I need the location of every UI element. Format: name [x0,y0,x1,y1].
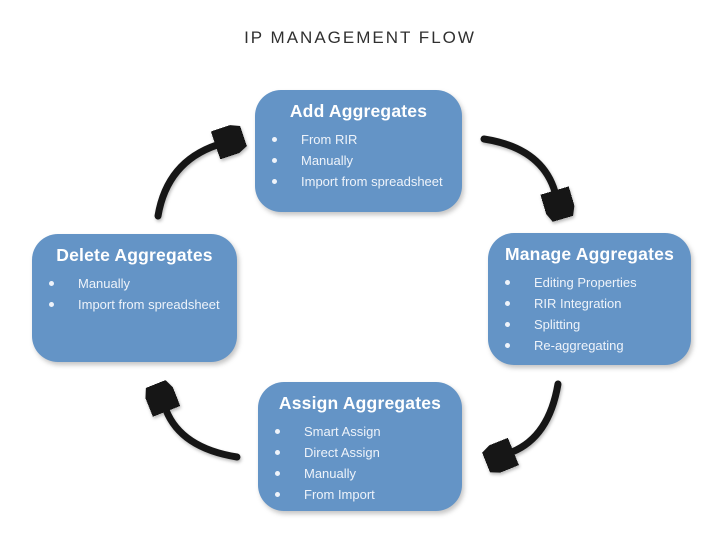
bullet-dot-icon [505,322,510,327]
item-label: From Import [304,487,375,502]
bullet-dot-icon [272,179,277,184]
item-label: Re-aggregating [534,338,624,353]
item-label: Manually [301,153,354,168]
item-label: Direct Assign [304,445,380,460]
diagram-title: IP MANAGEMENT FLOW [244,28,476,47]
list-item: Editing Properties [488,272,691,293]
bullet-dot-icon [272,137,277,142]
list-item: RIR Integration [488,293,691,314]
node-assign-aggregates: Assign Aggregates Smart Assign Direct As… [258,382,462,511]
item-label: Smart Assign [304,424,381,439]
item-label: Manually [78,276,131,291]
item-label: From RIR [301,132,358,147]
node-item-list: Editing Properties RIR Integration Split… [488,272,691,356]
item-label: Manually [304,466,357,481]
list-item: Direct Assign [258,442,462,463]
arrow-assign-to-delete [166,410,241,461]
bullet-dot-icon [275,471,280,476]
node-title: Assign Aggregates [278,393,442,413]
list-item: Import from spreadsheet [32,294,237,315]
bullet-dot-icon [275,492,280,497]
item-label: Editing Properties [534,275,637,290]
item-label: Import from spreadsheet [301,174,443,189]
item-label: Import from spreadsheet [78,297,220,312]
list-item: Manually [32,273,237,294]
bullet-dot-icon [505,301,510,306]
node-add-aggregates: Add Aggregates From RIR Manually Import … [255,90,462,212]
node-item-list: Smart Assign Direct Assign Manually From… [258,421,462,505]
item-label: Splitting [534,317,581,332]
node-title: Manage Aggregates [504,244,675,264]
list-item: Import from spreadsheet [255,171,462,192]
list-item: From Import [258,484,462,505]
arrow-delete-to-add [154,145,217,220]
list-item: Re-aggregating [488,335,691,356]
bullet-dot-icon [49,302,54,307]
node-item-list: Manually Import from spreadsheet [32,273,237,315]
list-item: Manually [258,463,462,484]
node-manage-aggregates: Manage Aggregates Editing Properties RIR… [488,233,691,365]
list-item: Splitting [488,314,691,335]
bullet-dot-icon [505,280,510,285]
node-title: Add Aggregates [289,101,428,121]
bullet-dot-icon [275,429,280,434]
bullet-dot-icon [49,281,54,286]
bullet-dot-icon [275,450,280,455]
node-item-list: From RIR Manually Import from spreadshee… [255,129,462,192]
node-delete-aggregates: Delete Aggregates Manually Import from s… [32,234,237,362]
item-label: RIR Integration [534,296,622,311]
arrow-manage-to-assign [512,380,562,452]
list-item: From RIR [255,129,462,150]
node-title: Delete Aggregates [56,245,213,265]
bullet-dot-icon [505,343,510,348]
arrow-add-to-manage [480,135,555,192]
list-item: Manually [255,150,462,171]
bullet-dot-icon [272,158,277,163]
list-item: Smart Assign [258,421,462,442]
